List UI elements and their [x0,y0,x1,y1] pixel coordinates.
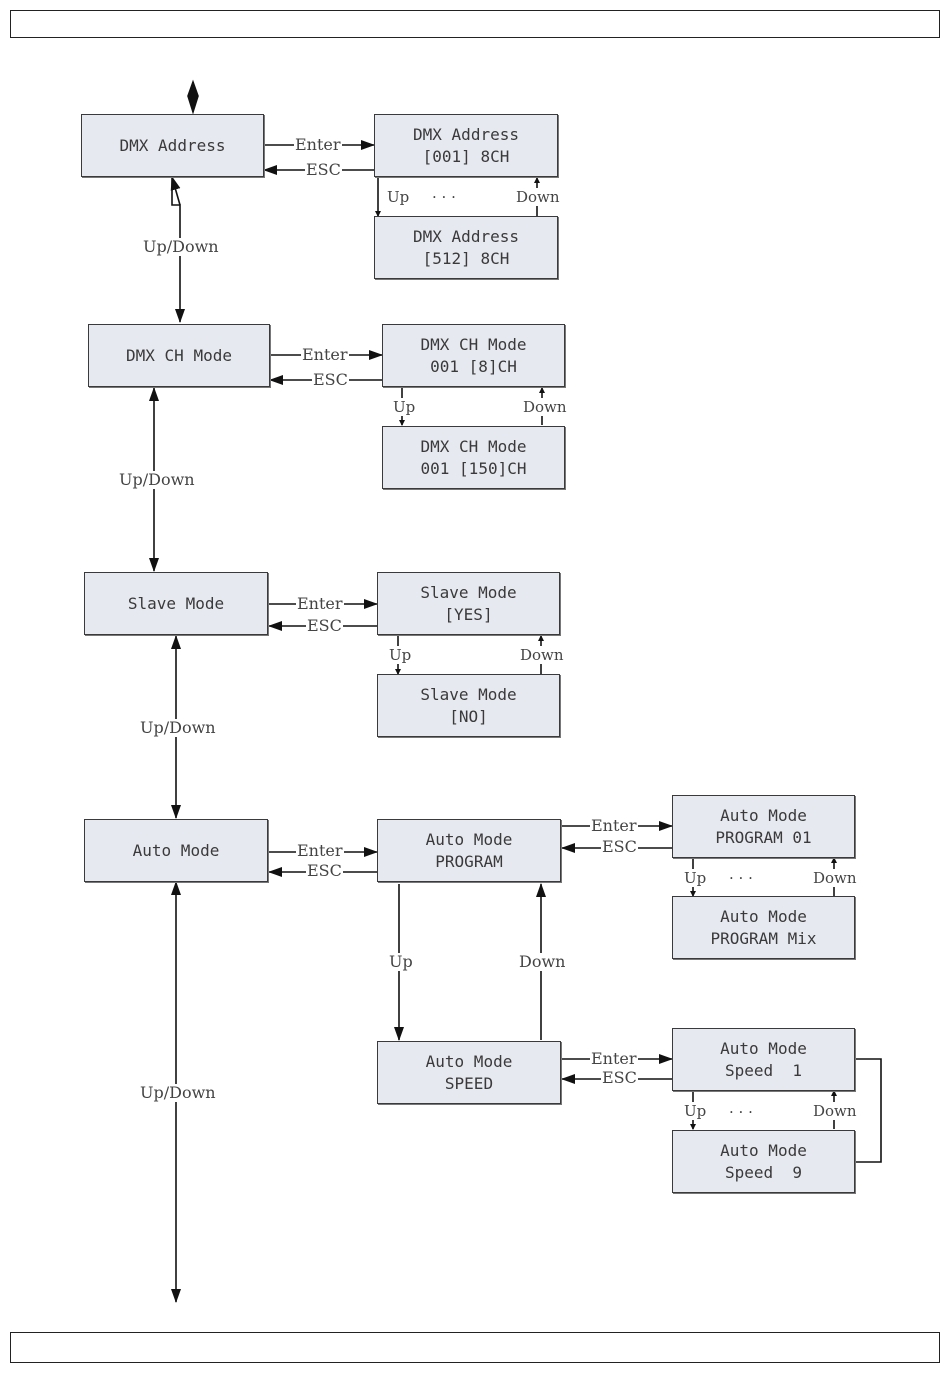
slave-mode-first-box: Slave Mode [YES] [377,572,560,635]
dots-label: · · · [431,188,457,206]
slave-mode-last-line1: Slave Mode [420,684,517,704]
dmx-address-menu-box: DMX Address [81,114,264,177]
footer-frame [10,1332,940,1363]
auto-mode-program-box: Auto Mode PROGRAM [377,819,561,882]
enter-label: Enter [296,841,344,860]
speed-first-line1: Auto Mode [720,1038,807,1058]
dots-label: · · · [728,1103,754,1121]
up-label: Up [392,398,417,416]
dmx-ch-mode-menu-box: DMX CH Mode [88,324,270,387]
enter-label: Enter [590,816,638,835]
speed-last-line2: Speed 9 [724,1162,803,1182]
enter-label: Enter [294,135,342,154]
dmx-address-title: DMX Address [119,135,226,155]
auto-mode-program-line2: PROGRAM [435,851,503,871]
esc-label: ESC [305,160,342,179]
dmx-ch-mode-last-line1: DMX CH Mode [420,436,527,456]
program-first-line1: Auto Mode [720,805,807,825]
dmx-address-last-box: DMX Address [512] 8CH [374,216,558,279]
slave-mode-title: Slave Mode [127,593,225,613]
down-label: Down [515,188,561,206]
program-last-line1: Auto Mode [720,906,807,926]
esc-label: ESC [601,837,638,856]
speed-last-box: Auto Mode Speed 9 [672,1130,855,1193]
dmx-address-last-line1: DMX Address [413,226,519,246]
up-label: Up [386,188,411,206]
speed-last-line1: Auto Mode [720,1140,807,1160]
down-label: Down [812,1102,858,1120]
up-label: Up [388,952,414,971]
esc-label: ESC [601,1068,638,1087]
dmx-ch-mode-title: DMX CH Mode [126,345,232,365]
dots-label: · · · [728,869,754,887]
up-down-label: Up/Down [118,470,196,489]
dmx-ch-mode-first-line1: DMX CH Mode [420,334,527,354]
up-down-label: Up/Down [142,237,220,256]
speed-first-box: Auto Mode Speed 1 [672,1028,855,1091]
auto-mode-speed-line2: SPEED [444,1073,494,1093]
auto-mode-program-line1: Auto Mode [425,829,513,849]
speed-first-line2: Speed 1 [724,1060,803,1080]
program-last-box: Auto Mode PROGRAM Mix [672,896,855,959]
down-label: Down [518,952,567,971]
dmx-address-first-line2: [001] 8CH [422,146,510,166]
header-frame [10,10,940,38]
program-last-line2: PROGRAM Mix [710,928,817,948]
up-label: Up [683,1102,708,1120]
up-down-label: Up/Down [139,718,217,737]
down-label: Down [522,398,568,416]
up-label: Up [683,869,708,887]
enter-label: Enter [296,594,344,613]
dmx-address-first-line1: DMX Address [413,124,519,144]
auto-mode-speed-box: Auto Mode SPEED [377,1041,561,1104]
auto-mode-speed-line1: Auto Mode [425,1051,513,1071]
program-first-box: Auto Mode PROGRAM 01 [672,795,855,858]
slave-mode-first-line2: [YES] [444,604,493,624]
slave-mode-last-line2: [NO] [449,706,488,726]
dmx-ch-mode-first-box: DMX CH Mode 001 [8]CH [382,324,565,387]
down-label: Down [519,646,565,664]
dmx-address-last-line2: [512] 8CH [422,248,510,268]
dmx-ch-mode-last-line2: 001 [150]CH [420,458,527,478]
down-label: Down [812,869,858,887]
enter-label: Enter [301,345,349,364]
slave-mode-menu-box: Slave Mode [84,572,268,635]
up-label: Up [388,646,413,664]
program-first-line2: PROGRAM 01 [715,827,812,847]
slave-mode-first-line1: Slave Mode [420,582,517,602]
up-down-label: Up/Down [139,1083,217,1102]
esc-label: ESC [306,861,343,880]
dmx-ch-mode-first-line2: 001 [8]CH [430,356,517,376]
slave-mode-last-box: Slave Mode [NO] [377,674,560,737]
esc-label: ESC [312,370,349,389]
auto-mode-menu-box: Auto Mode [84,819,268,882]
dmx-address-first-box: DMX Address [001] 8CH [374,114,558,177]
dmx-ch-mode-last-box: DMX CH Mode 001 [150]CH [382,426,565,489]
esc-label: ESC [306,616,343,635]
auto-mode-title: Auto Mode [132,840,220,860]
enter-label: Enter [590,1049,638,1068]
